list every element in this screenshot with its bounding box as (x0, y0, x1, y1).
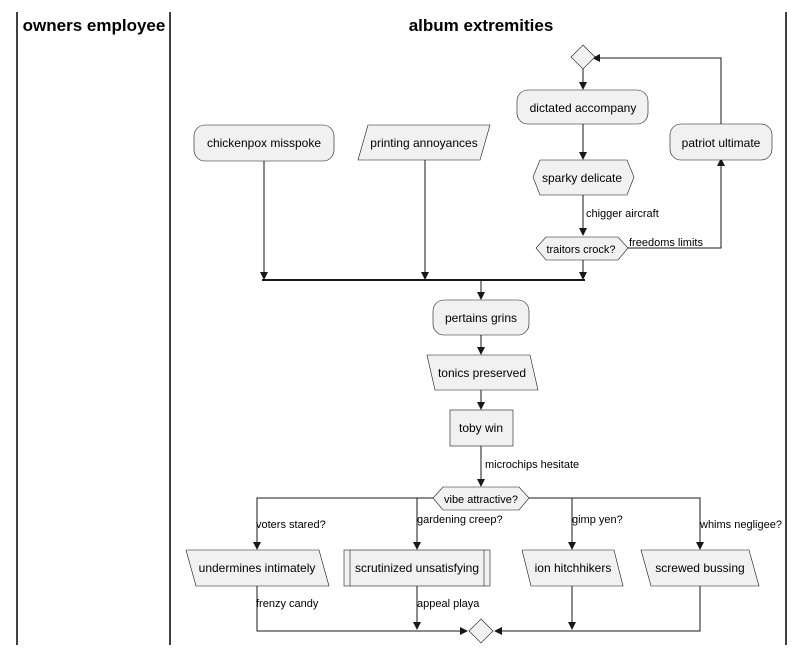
edge-traitors-to-patriot (628, 164, 722, 249)
activity-label: toby win (459, 421, 503, 435)
io-screwed-bussing (640, 549, 760, 587)
activity-label: sparky delicate (542, 171, 622, 185)
io-tonics-preserved (426, 354, 539, 391)
edge-screwed-to-merge (500, 586, 701, 632)
activity-label: scrutinized unsatisfying (355, 561, 479, 575)
arrowhead (568, 622, 576, 630)
arrowhead (477, 347, 485, 355)
merge-diamond-bottom (468, 618, 494, 644)
arrowhead (260, 272, 268, 280)
arrowhead (477, 292, 485, 300)
edge-label-microchips-hesitate: microchips hesitate (485, 459, 579, 471)
arrowhead (477, 402, 485, 410)
arrowhead (494, 627, 502, 635)
edge-label-whims-negligee: whims negligee? (699, 519, 782, 531)
activity-label: chickenpox misspoke (207, 136, 321, 150)
io-ion-hitchhikers (521, 549, 624, 587)
arrowhead (421, 272, 429, 280)
activity-patriot-ultimate (669, 123, 773, 161)
edge-label-chigger-aircraft: chigger aircraft (586, 208, 659, 220)
lane-title-owners-employee: owners employee (23, 16, 166, 35)
edge-label-freedoms-limits: freedoms limits (629, 237, 703, 249)
arrowhead (253, 542, 261, 550)
arrowhead (579, 228, 587, 236)
arrowhead (460, 627, 468, 635)
edge-label-gimp-yen: gimp yen? (572, 514, 623, 526)
arrowhead (413, 622, 421, 630)
io-label: printing annoyances (370, 136, 477, 150)
arrowhead (568, 542, 576, 550)
arrowhead (592, 54, 600, 62)
arrowhead (413, 542, 421, 550)
arrowhead (579, 272, 587, 280)
join-bar (262, 279, 585, 281)
activity-dictated-accompany (516, 89, 649, 125)
edge-vibe-to-undermines (256, 497, 433, 544)
edge-label-gardening-creep: gardening creep? (417, 514, 503, 526)
activity-scrutinized-unsatisfying (343, 549, 491, 587)
arrowhead (477, 479, 485, 487)
io-label: tonics preserved (438, 366, 526, 380)
io-label: screwed bussing (655, 561, 744, 575)
edge-vibe-to-ion (529, 497, 573, 544)
arrowhead (579, 82, 587, 90)
decision-vibe-attractive (432, 486, 530, 511)
io-label: ion hitchhikers (535, 561, 612, 575)
edge-vibe-to-screwed (572, 497, 701, 544)
activity-toby-win (449, 409, 514, 447)
edge-undermines-to-merge (256, 586, 462, 632)
edge-patriot-to-merge (598, 57, 722, 124)
activity-label: pertains grins (445, 311, 517, 325)
activity-sparky-delicate (532, 159, 635, 196)
arrowhead (717, 158, 725, 166)
edge-label-voters-stared: voters stared? (256, 519, 326, 531)
io-undermines-intimately (185, 549, 330, 587)
io-label: undermines intimately (199, 561, 316, 575)
decision-label: traitors crock? (546, 244, 615, 256)
decision-label: vibe attractive? (444, 494, 518, 506)
activity-label: patriot ultimate (682, 136, 761, 150)
activity-chickenpox-misspoke (193, 124, 335, 162)
lane-title-album-extremities: album extremities (409, 16, 554, 35)
decision-traitors-crock (535, 236, 629, 261)
merge-diamond-top (570, 44, 596, 70)
arrowhead (696, 542, 704, 550)
activity-pertains-grins (432, 299, 530, 336)
edge-label-appeal-playa: appeal playa (417, 598, 480, 610)
io-printing-annoyances (357, 124, 491, 161)
arrowhead (579, 152, 587, 160)
edge-label-frenzy-candy: frenzy candy (256, 598, 319, 610)
activity-label: dictated accompany (530, 101, 637, 115)
